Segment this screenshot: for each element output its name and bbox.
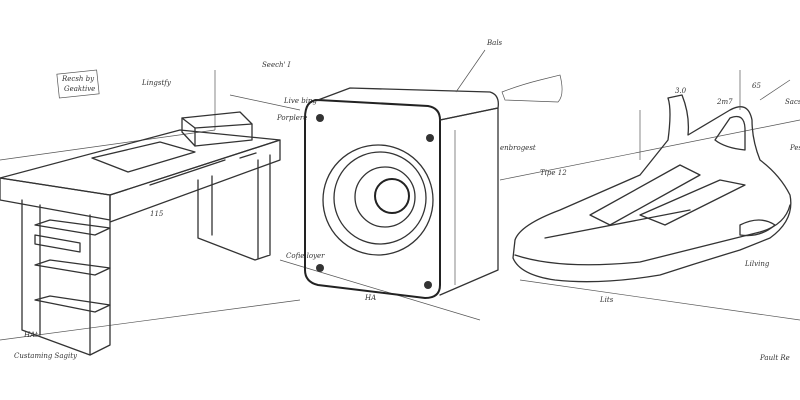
screw-icon [426,134,434,142]
construction-lines [0,70,800,341]
label-custaming: Custaming Sagity [14,352,78,360]
label-65: 65 [752,82,761,90]
label-pes: Pes [789,144,800,152]
label-pault: Pault Re [759,354,790,362]
label-ha: HA [364,294,376,302]
label-cofie: Cofie loyer [286,252,325,260]
shoe-sketch [501,70,792,283]
label-2m7: 2m7 [716,98,733,106]
label-enbrogest: enbrogest [500,144,536,152]
label-tipe-12: Tipe 12 [540,169,567,177]
label-seech: Seech' I [262,61,291,69]
speaker-sketch [304,49,499,300]
desk-note-line1: Recsh by [61,75,95,83]
screw-icon [424,281,432,289]
label-lits: Lits [599,296,614,304]
label-lilving: Lilving [744,260,770,268]
label-115: 115 [150,210,164,218]
label-lingstfy: Lingstfy [141,79,172,87]
desk-sketch [0,69,281,356]
label-live-bing: Live bing [283,97,317,105]
label-sacs: Sacs [785,98,800,106]
label-hat: HAt [23,331,38,339]
screw-icon [316,264,324,272]
label-3-0: 3.0 [675,87,687,95]
label-bals: Bals [486,39,503,47]
desk-note-line2: Geaktive [64,85,95,93]
screw-icon [316,114,324,122]
label-porplere: Porplere [276,114,307,122]
